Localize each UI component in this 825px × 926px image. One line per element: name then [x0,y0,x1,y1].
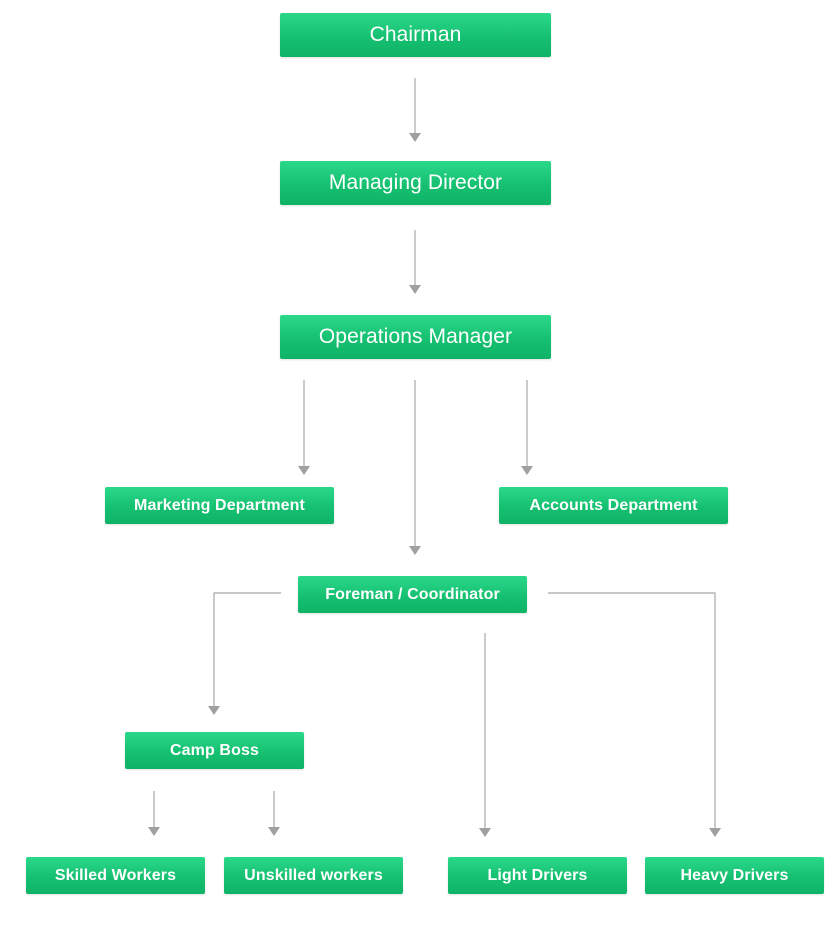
node-managing-director: Managing Director [280,161,551,205]
node-marketing-department: Marketing Department [105,487,334,524]
node-camp-boss: Camp Boss [125,732,304,769]
node-skilled-workers: Skilled Workers [26,857,205,894]
node-operations-manager: Operations Manager [280,315,551,359]
connector-managing-director-to-operations-manager [409,230,421,294]
connector-chairman-to-managing-director [409,78,421,142]
connector-foreman-to-light-drivers [479,633,491,837]
node-accounts-department: Accounts Department [499,487,728,524]
connector-camp-boss-to-unskilled-workers [268,791,280,836]
node-unskilled-workers: Unskilled workers [224,857,403,894]
node-light-drivers: Light Drivers [448,857,627,894]
connector-foreman-to-camp-boss [208,592,281,715]
connector-operations-manager-to-foreman [409,380,421,555]
connector-operations-manager-to-marketing [298,380,310,475]
connector-camp-boss-to-skilled-workers [148,791,160,836]
connector-foreman-to-heavy-drivers [548,592,721,837]
node-heavy-drivers: Heavy Drivers [645,857,824,894]
node-foreman-coordinator: Foreman / Coordinator [298,576,527,613]
connector-operations-manager-to-accounts [521,380,533,475]
node-chairman: Chairman [280,13,551,57]
